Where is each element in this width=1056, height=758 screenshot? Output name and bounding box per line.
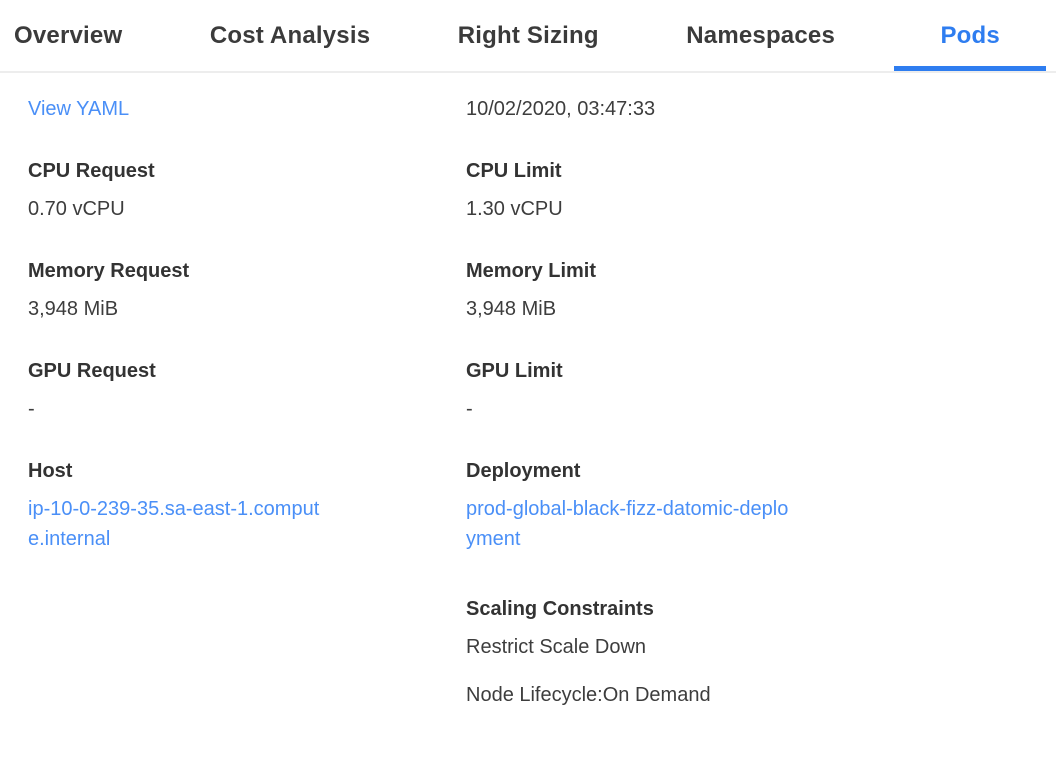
field-label: Memory Limit (466, 260, 597, 282)
tab-pods[interactable]: Pods (894, 0, 1047, 71)
field-label: GPU Request (28, 360, 156, 382)
field-label: Memory Request (28, 260, 190, 282)
tab-namespaces[interactable]: Namespaces (686, 21, 835, 49)
field-label: Scaling Constraints (466, 598, 654, 620)
deployment-link[interactable]: prod-global-black-fizz-datomic-deploymen… (466, 498, 789, 550)
field-value: - (466, 398, 473, 420)
field-memory-request: Memory Request 3,948 MiB (28, 256, 466, 324)
field-gpu-limit: GPU Limit - (466, 356, 1056, 424)
host-link[interactable]: ip-10-0-239-35.sa-east-1.compute.interna… (28, 498, 320, 550)
pod-detail-panel: View YAML CPU Request 0.70 vCPU Memory R… (0, 73, 1056, 710)
field-cpu-limit: CPU Limit 1.30 vCPU (466, 156, 1056, 224)
field-value: - (28, 398, 35, 420)
field-scaling-constraints: Scaling Constraints Restrict Scale Down … (466, 594, 1056, 710)
last-seen-timestamp: 10/02/2020, 03:47:33 (466, 98, 656, 120)
field-label: Host (28, 460, 73, 482)
scaling-constraint-item: Restrict Scale Down (466, 636, 647, 658)
field-label: CPU Limit (466, 160, 562, 182)
tab-cost-analysis[interactable]: Cost Analysis (209, 21, 371, 49)
detail-right-column: 10/02/2020, 03:47:33 CPU Limit 1.30 vCPU… (466, 94, 1056, 710)
field-value: 3,948 MiB (466, 298, 557, 320)
field-deployment: Deployment prod-global-black-fizz-datomi… (466, 456, 1056, 554)
scaling-constraint-item: Node Lifecycle:On Demand (466, 684, 711, 706)
field-gpu-request: GPU Request - (28, 356, 466, 424)
field-value: 3,948 MiB (28, 298, 119, 320)
view-yaml-link[interactable]: View YAML (28, 98, 130, 120)
field-label: Deployment (466, 460, 581, 482)
tab-right-sizing[interactable]: Right Sizing (457, 21, 599, 49)
tab-overview[interactable]: Overview (14, 21, 123, 49)
field-value: 0.70 vCPU (28, 198, 125, 220)
field-label: GPU Limit (466, 360, 563, 382)
tab-bar: Overview Cost Analysis Right Sizing Name… (0, 0, 1056, 73)
field-value: 1.30 vCPU (466, 198, 563, 220)
detail-left-column: View YAML CPU Request 0.70 vCPU Memory R… (28, 94, 466, 710)
field-memory-limit: Memory Limit 3,948 MiB (466, 256, 1056, 324)
field-cpu-request: CPU Request 0.70 vCPU (28, 156, 466, 224)
field-host: Host ip-10-0-239-35.sa-east-1.compute.in… (28, 456, 466, 554)
field-label: CPU Request (28, 160, 155, 182)
